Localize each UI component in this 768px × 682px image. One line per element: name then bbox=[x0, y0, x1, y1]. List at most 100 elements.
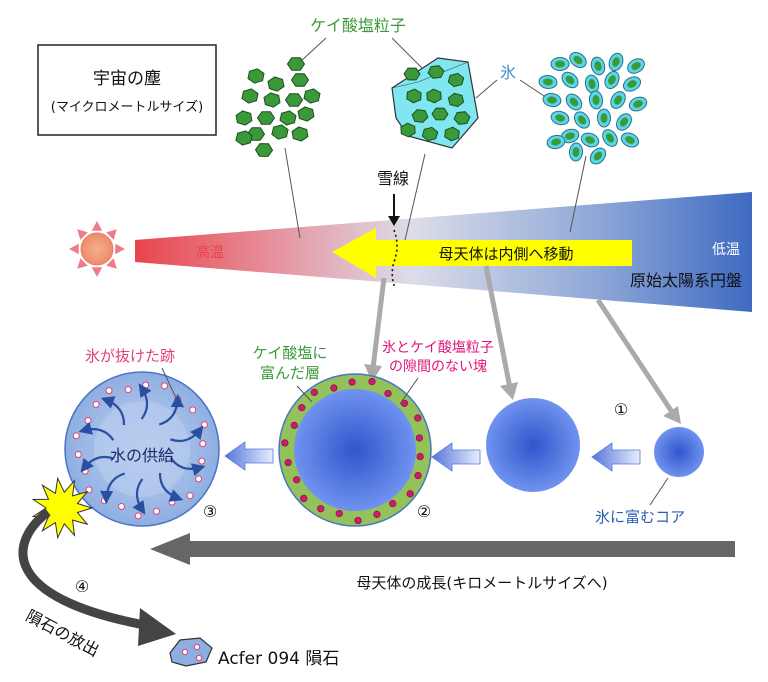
ice-void bbox=[161, 382, 169, 390]
ice-core-leader bbox=[649, 477, 669, 506]
hot-label: 高温 bbox=[196, 244, 224, 261]
silicate-grain bbox=[290, 73, 310, 87]
silicate-layer-label-2: 富んだ層 bbox=[260, 364, 320, 382]
silicate-grain bbox=[403, 67, 421, 81]
ice-void bbox=[124, 386, 132, 394]
silicate-grain bbox=[427, 65, 445, 79]
growth-label: 母天体の成長(キロメートルサイズへ) bbox=[356, 574, 607, 592]
stage-arrow-1 bbox=[591, 442, 641, 472]
sun-ray bbox=[91, 267, 103, 277]
growth-arrow bbox=[150, 533, 735, 565]
ice-inclusion bbox=[300, 494, 308, 503]
silicate-particle-label: ケイ酸塩粒子 bbox=[310, 16, 406, 35]
step-3-marker: ③ bbox=[203, 502, 217, 521]
snowline-dotted-line bbox=[391, 229, 398, 289]
water-flow-arrow bbox=[78, 421, 115, 441]
silicate-grain bbox=[444, 126, 460, 142]
ice-void bbox=[168, 498, 176, 506]
water-flow-arrow bbox=[158, 472, 184, 502]
release-arrow-head bbox=[138, 608, 176, 646]
dust-drop-line-2 bbox=[404, 153, 426, 241]
ice-inclusion bbox=[348, 378, 356, 386]
ice-label: 氷 bbox=[500, 63, 516, 82]
grain-core bbox=[543, 78, 553, 86]
grain-core bbox=[592, 95, 600, 105]
dust-title: 宇宙の塵 bbox=[93, 69, 161, 89]
layered-parent-body bbox=[278, 373, 432, 527]
mixed-lump-label-2: の隙間のない塊 bbox=[389, 359, 487, 375]
silicate-grain bbox=[263, 92, 281, 108]
ice-void bbox=[152, 507, 160, 515]
ice-void bbox=[84, 417, 92, 425]
dust-drop-line-1 bbox=[284, 147, 301, 239]
capture-arrows bbox=[364, 265, 681, 424]
ice-trace-label: 氷が抜けた跡 bbox=[85, 347, 175, 365]
grain-core bbox=[585, 136, 595, 144]
water-flow-arrow bbox=[158, 393, 184, 426]
grain-core bbox=[551, 138, 561, 146]
ice-inclusion bbox=[384, 389, 392, 398]
grain-core bbox=[633, 100, 643, 108]
grain-core bbox=[555, 114, 565, 122]
water-flow-arrow bbox=[80, 455, 114, 473]
ice-inclusion bbox=[330, 384, 338, 392]
grain-core bbox=[594, 61, 602, 71]
grain-core bbox=[577, 115, 587, 125]
silicate-grain bbox=[271, 124, 289, 140]
water-flow-arrow bbox=[132, 478, 146, 515]
ice-inclusion bbox=[290, 421, 298, 429]
ice-inclusion bbox=[310, 388, 318, 396]
ice-trace-leader bbox=[161, 367, 177, 399]
silicate-grain bbox=[256, 111, 276, 125]
sun-ray bbox=[69, 243, 79, 255]
silicate-layer-leader bbox=[296, 385, 313, 403]
silicate-grain bbox=[286, 57, 306, 71]
grain-core bbox=[619, 117, 629, 127]
silicate-grain bbox=[406, 88, 422, 104]
grain-core bbox=[569, 97, 579, 107]
meteorite-label: Acfer 094 隕石 bbox=[218, 649, 339, 669]
ice-inclusion bbox=[368, 377, 376, 386]
silicate-leader-line-1 bbox=[299, 37, 327, 63]
disk-label: 原始太陽系円盤 bbox=[630, 271, 742, 290]
silicate-grain bbox=[241, 88, 259, 104]
silicate-grain bbox=[421, 126, 439, 142]
ice-rich-core-body bbox=[654, 427, 704, 477]
ice-inclusion bbox=[281, 439, 289, 447]
water-flow-arrow bbox=[169, 457, 206, 477]
ice-inclusion bbox=[373, 510, 381, 518]
ice-inclusion bbox=[298, 404, 306, 412]
sun-ray bbox=[91, 221, 103, 231]
release-arrow bbox=[18, 508, 151, 631]
step-2-marker: ② bbox=[417, 502, 431, 521]
sun-ray bbox=[106, 258, 117, 269]
inward-migration-arrow bbox=[332, 228, 632, 278]
water-flow-arrow bbox=[100, 396, 126, 426]
mixed-lump-label-1: 氷とケイ酸塩粒子 bbox=[382, 340, 494, 356]
silicate-grain bbox=[400, 122, 416, 138]
ice-void bbox=[105, 387, 113, 395]
ice-inclusion bbox=[416, 452, 424, 461]
grain-core bbox=[555, 60, 565, 68]
ice-inclusion bbox=[415, 434, 423, 442]
grain-core bbox=[627, 80, 637, 88]
ice-leader-line-1 bbox=[475, 79, 498, 99]
sun-ray bbox=[106, 229, 117, 240]
grain-core bbox=[614, 95, 622, 105]
silicate-grain bbox=[235, 130, 253, 146]
water-flow-arrow bbox=[170, 425, 204, 443]
sun-icon bbox=[69, 221, 125, 277]
cold-label: 低温 bbox=[712, 242, 740, 258]
ice-inclusion bbox=[389, 499, 397, 508]
snowline-pointer-head bbox=[388, 216, 400, 226]
grain-core bbox=[572, 147, 580, 157]
meteorite-icon bbox=[169, 637, 213, 667]
silicate-grain bbox=[447, 92, 465, 108]
ice-inclusion bbox=[293, 476, 301, 484]
sun-ray bbox=[77, 229, 88, 240]
water-flow-arrow bbox=[100, 472, 126, 505]
ice-leader-line-2 bbox=[519, 79, 545, 97]
ice-void bbox=[200, 421, 208, 429]
mixed-lump-leader bbox=[399, 377, 419, 405]
